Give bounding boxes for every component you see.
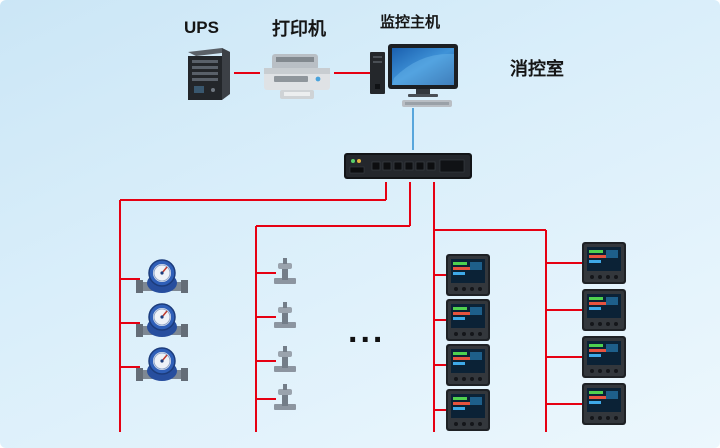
more-branches-ellipsis: ... xyxy=(348,312,386,350)
printer-icon xyxy=(264,54,330,99)
power-meter-icon xyxy=(446,344,490,386)
host-label: 监控主机 xyxy=(380,14,441,31)
water-meter-icon xyxy=(136,259,188,293)
valve-sensor-icon xyxy=(274,258,296,284)
power-meter-icon xyxy=(446,389,490,431)
printer-label: 打印机 xyxy=(272,19,326,39)
red-bus-lines xyxy=(119,72,584,432)
valve-sensor-icon xyxy=(274,346,296,372)
control-room-label: 消控室 xyxy=(510,59,564,79)
valve-sensor-icon xyxy=(274,302,296,328)
power-meter-icon xyxy=(582,289,626,331)
ups-label: UPS xyxy=(184,18,219,37)
monitoring-host-icon xyxy=(370,44,458,107)
water-meter-icon xyxy=(136,303,188,337)
water-meter-icon xyxy=(136,347,188,381)
power-meter-icon xyxy=(446,299,490,341)
valve-sensor-icon xyxy=(274,384,296,410)
power-meter-icon xyxy=(582,242,626,284)
ups-tower-icon xyxy=(188,48,230,100)
power-meter-icon xyxy=(582,336,626,378)
power-meter-icon xyxy=(446,254,490,296)
switch-icon xyxy=(344,153,472,179)
power-meter-icon xyxy=(582,383,626,425)
